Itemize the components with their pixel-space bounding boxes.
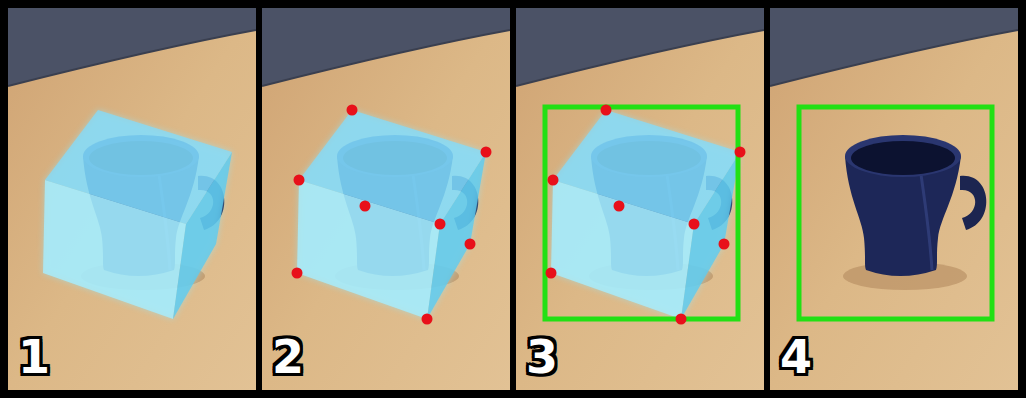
panel-number: 4 xyxy=(780,334,812,380)
panel-number: 3 xyxy=(526,334,558,380)
panel-final-bbox xyxy=(770,8,1018,390)
panel-keypoints xyxy=(262,8,510,390)
panel-number: 2 xyxy=(272,334,304,380)
panel-number: 1 xyxy=(18,334,50,380)
panel-cube xyxy=(8,8,256,390)
panel-bbox-from-points xyxy=(516,8,764,390)
